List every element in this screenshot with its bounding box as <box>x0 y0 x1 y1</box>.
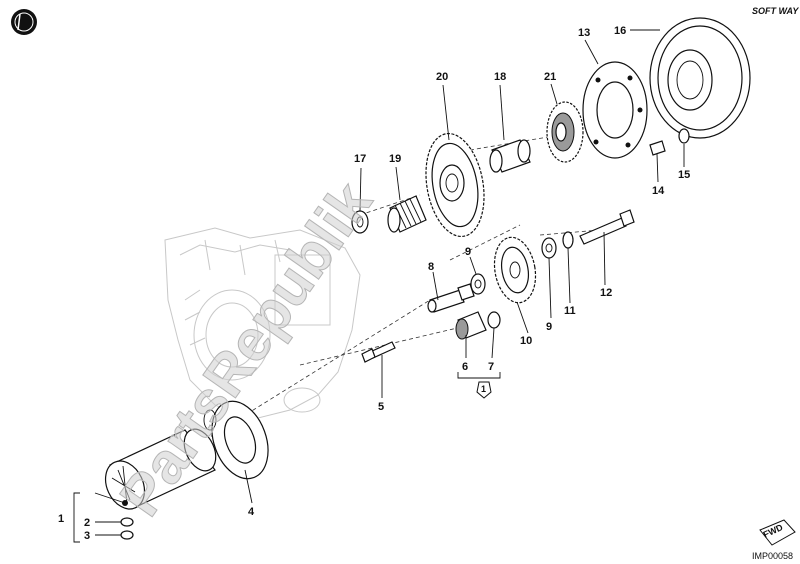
svg-text:1: 1 <box>481 384 486 394</box>
freewheel-21 <box>546 101 584 163</box>
callout-13: 13 <box>578 27 590 39</box>
sleeve-18 <box>489 139 531 173</box>
subgroup-bracket <box>457 372 501 379</box>
leader-lines <box>94 29 685 536</box>
shaft-8 <box>427 283 475 313</box>
callout-7: 7 <box>488 361 494 373</box>
callout-11: 11 <box>564 305 576 317</box>
callout-17: 17 <box>354 153 366 165</box>
flange-13 <box>582 61 648 159</box>
callout-5: 5 <box>378 401 384 413</box>
callout-1: 1 <box>58 513 64 525</box>
callout-18: 18 <box>494 71 506 83</box>
needle-bearing-19 <box>387 195 427 233</box>
callout-19: 19 <box>389 153 401 165</box>
callout-8: 8 <box>428 261 434 273</box>
flywheel-16 <box>649 17 751 139</box>
washer-2 <box>120 517 134 527</box>
image-code: IMP00058 <box>752 551 793 561</box>
callout-20: 20 <box>436 71 448 83</box>
washer-9-right <box>541 237 557 259</box>
callout-4: 4 <box>248 506 255 518</box>
idler-gear-10 <box>493 236 537 304</box>
brand-mark: SOFT WAY <box>752 6 799 16</box>
callout-6: 6 <box>462 361 468 373</box>
callout-10: 10 <box>520 335 532 347</box>
large-gear-20 <box>425 132 485 238</box>
callout-16: 16 <box>614 25 626 37</box>
ring-7 <box>487 311 501 329</box>
callout-9-upper: 9 <box>465 246 471 258</box>
washer-9-left <box>470 273 486 295</box>
bolt-12 <box>579 209 635 245</box>
callout-3: 3 <box>84 530 90 542</box>
callout-14: 14 <box>652 185 665 197</box>
callout-9-lower: 9 <box>546 321 552 333</box>
page-marker-icon <box>11 9 37 35</box>
svg-text:SOFT WAY: SOFT WAY <box>752 6 799 16</box>
callout-2: 2 <box>84 517 90 529</box>
callout-12: 12 <box>600 287 612 299</box>
bolt-5 <box>361 341 396 363</box>
engine-block-outline <box>164 227 361 421</box>
fwd-arrow-icon: FWD <box>759 519 796 546</box>
flange-gasket <box>203 400 269 480</box>
callout-21: 21 <box>544 71 556 83</box>
circlip-11 <box>562 231 574 249</box>
nut-3 <box>120 530 134 540</box>
callout-labels: 1 2 3 4 5 6 7 8 9 9 10 11 12 13 14 15 16… <box>58 25 690 542</box>
pin-14 <box>649 140 666 156</box>
pinion-6 <box>455 311 487 340</box>
group-pentagon-icon: 1 <box>476 381 492 399</box>
dowel-15 <box>678 128 690 144</box>
group-bracket <box>73 492 80 543</box>
callout-15: 15 <box>678 169 690 181</box>
starter-motor <box>104 428 217 510</box>
